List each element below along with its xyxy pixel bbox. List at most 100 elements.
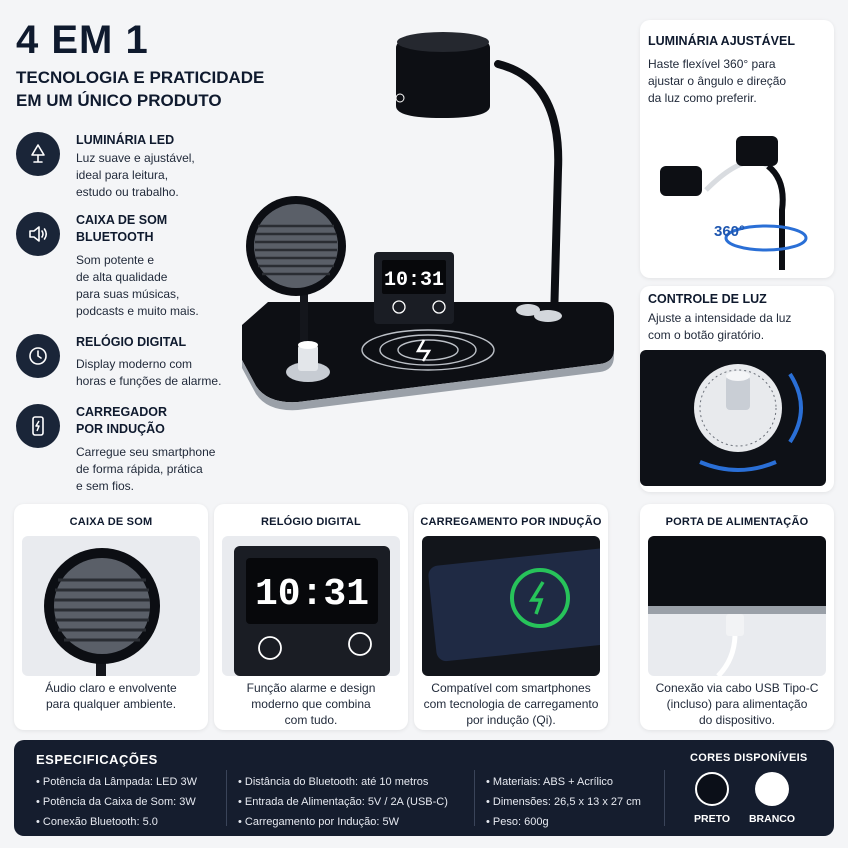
spec-item: • Materiais: ABS + Acrílico: [486, 776, 614, 788]
card-desc: Compatível com smartphones com tecnologi…: [420, 680, 602, 728]
spec-item: • Potência da Lâmpada: LED 3W: [36, 776, 197, 788]
clock-icon: [16, 334, 60, 378]
title-line: CAIXA DE SOM: [76, 213, 168, 227]
desc-line: Conexão via cabo USB Tipo-C: [655, 681, 819, 695]
spec-item: • Dimensões: 26,5 x 13 x 27 cm: [486, 796, 641, 808]
feature-title: CAIXA DE SOM BLUETOOTH: [76, 212, 236, 246]
clock-card: RELÓGIO DIGITAL 10:31 Função alarme e de…: [214, 504, 408, 730]
light-control-card: CONTROLE DE LUZ Ajuste a intensidade da …: [640, 286, 834, 492]
specs-column-2: • Distância do Bluetooth: até 10 metros …: [238, 772, 448, 832]
desc-line: (incluso) para alimentação: [666, 697, 808, 711]
desc-line: com tudo.: [284, 713, 338, 727]
desc-line: Áudio claro e envolvente: [45, 681, 177, 695]
desc-line: Função alarme e design: [246, 681, 376, 695]
rotation-label: 360°: [714, 223, 745, 240]
feature-desc: Display moderno com horas e funções de a…: [76, 356, 251, 390]
spec-item: • Distância do Bluetooth: até 10 metros: [238, 776, 429, 788]
title-line: POR INDUÇÃO: [76, 422, 165, 436]
spec-item: • Peso: 600g: [486, 816, 549, 828]
rotation-illustration: 360°: [660, 136, 808, 270]
desc-line: de alta qualidade: [76, 270, 168, 284]
desc-line: Haste flexível 360° para: [648, 57, 776, 71]
feature-desc: Carregue seu smartphone de forma rápida,…: [76, 444, 251, 495]
feature-title: RELÓGIO DIGITAL: [76, 335, 187, 349]
desc-line: estudo ou trabalho.: [76, 185, 179, 199]
card-title: CARREGAMENTO POR INDUÇÃO: [420, 516, 602, 528]
color-swatch-white[interactable]: [755, 772, 789, 806]
feature-desc: Luz suave e ajustável, ideal para leitur…: [76, 150, 251, 201]
desc-line: Display moderno com: [76, 357, 193, 371]
power-port-card: PORTA DE ALIMENTAÇÃO Conexão via cabo US…: [640, 504, 834, 730]
feature-digital-clock: RELÓGIO DIGITAL Display moderno com hora…: [16, 334, 246, 394]
desc-line: da luz como preferir.: [648, 91, 757, 105]
card-desc: Haste flexível 360° para ajustar o ângul…: [648, 56, 830, 107]
desc-line: de forma rápida, prática: [76, 462, 203, 476]
card-title: CONTROLE DE LUZ: [648, 292, 767, 306]
desc-line: Luz suave e ajustável,: [76, 151, 195, 165]
card-desc: Conexão via cabo USB Tipo-C (incluso) pa…: [646, 680, 828, 728]
usb-port-photo: [648, 536, 826, 676]
card-title: CAIXA DE SOM: [69, 516, 153, 528]
color-swatch-black[interactable]: [695, 772, 729, 806]
knob-illustration: [694, 364, 803, 472]
subtitle-line: TECNOLOGIA E PRATICIDADE: [16, 68, 265, 87]
specifications-panel: ESPECIFICAÇÕES • Potência da Lâmpada: LE…: [14, 740, 834, 836]
desc-line: do dispositivo.: [698, 713, 776, 727]
specs-title: ESPECIFICAÇÕES: [36, 752, 158, 767]
clock-display: 10:31: [384, 269, 444, 292]
desc-line: moderno que combina: [251, 697, 371, 711]
desc-line: horas e funções de alarme.: [76, 374, 222, 388]
adjustable-lamp-card: LUMINÁRIA AJUSTÁVEL Haste flexível 360° …: [640, 20, 834, 278]
page-title: 4 EM 1: [16, 18, 149, 62]
speaker-card: CAIXA DE SOM Áudio claro e envolvente pa…: [14, 504, 208, 730]
clock-display-large: 10:31: [255, 573, 369, 616]
spec-item: • Entrada de Alimentação: 5V / 2A (USB-C…: [238, 796, 448, 808]
color-label-black: PRETO: [694, 813, 730, 825]
desc-line: Som potente e: [76, 253, 155, 267]
divider: [474, 770, 475, 826]
card-title: PORTA DE ALIMENTAÇÃO: [665, 516, 809, 528]
card-desc: Ajuste a intensidade da luz com o botão …: [648, 310, 830, 344]
colors-title: CORES DISPONÍVEIS: [690, 752, 808, 764]
spec-item: • Carregamento por Indução: 5W: [238, 816, 399, 828]
divider: [226, 770, 227, 826]
desc-line: por indução (Qi).: [466, 713, 556, 727]
desc-line: para suas músicas,: [76, 287, 180, 301]
card-desc: Áudio claro e envolvente para qualquer a…: [20, 680, 202, 712]
title-line: CARREGADOR: [76, 405, 167, 419]
card-title: RELÓGIO DIGITAL: [261, 516, 361, 528]
desc-line: ideal para leitura,: [76, 168, 169, 182]
speaker-photo: [22, 536, 200, 676]
feature-induction-charger: CARREGADOR POR INDUÇÃO Carregue seu smar…: [16, 404, 246, 496]
induction-photo: [422, 536, 600, 676]
feature-desc: Som potente e de alta qualidade para sua…: [76, 252, 251, 320]
card-title: LUMINÁRIA AJUSTÁVEL: [648, 34, 795, 48]
knob-photo: [640, 350, 826, 486]
product-illustration: 10:31: [242, 32, 614, 411]
spec-item: • Conexão Bluetooth: 5.0: [36, 816, 158, 828]
desc-line: Compatível com smartphones: [431, 681, 591, 695]
desc-line: Ajuste a intensidade da luz: [648, 311, 792, 325]
induction-card: CARREGAMENTO POR INDUÇÃO Compatível com …: [414, 504, 608, 730]
desc-line: ajustar o ângulo e direção: [648, 74, 787, 88]
subtitle-line: EM UM ÚNICO PRODUTO: [16, 91, 222, 110]
spec-item: • Potência da Caixa de Som: 3W: [36, 796, 196, 808]
desc-line: Carregue seu smartphone: [76, 445, 216, 459]
feature-bluetooth-speaker: CAIXA DE SOM BLUETOOTH Som potente e de …: [16, 212, 246, 322]
color-label-white: BRANCO: [748, 813, 796, 825]
clock-photo: 10:31: [222, 536, 400, 676]
page-subtitle: TECNOLOGIA E PRATICIDADE EM UM ÚNICO PRO…: [16, 66, 336, 112]
feature-title: LUMINÁRIA LED: [76, 133, 175, 147]
product-image: 10:31: [228, 20, 628, 420]
desc-line: e sem fios.: [76, 479, 135, 493]
desc-line: podcasts e muito mais.: [76, 304, 199, 318]
divider: [664, 770, 665, 826]
specs-column-1: • Potência da Lâmpada: LED 3W • Potência…: [36, 772, 197, 832]
phone-charge-icon: [16, 404, 60, 448]
feature-led-lamp: LUMINÁRIA LED Luz suave e ajustável, ide…: [16, 132, 246, 202]
speaker-icon: [16, 212, 60, 256]
specs-column-3: • Materiais: ABS + Acrílico • Dimensões:…: [486, 772, 641, 832]
title-line: BLUETOOTH: [76, 230, 154, 244]
card-desc: Função alarme e design moderno que combi…: [220, 680, 402, 728]
desc-line: para qualquer ambiente.: [45, 697, 177, 711]
